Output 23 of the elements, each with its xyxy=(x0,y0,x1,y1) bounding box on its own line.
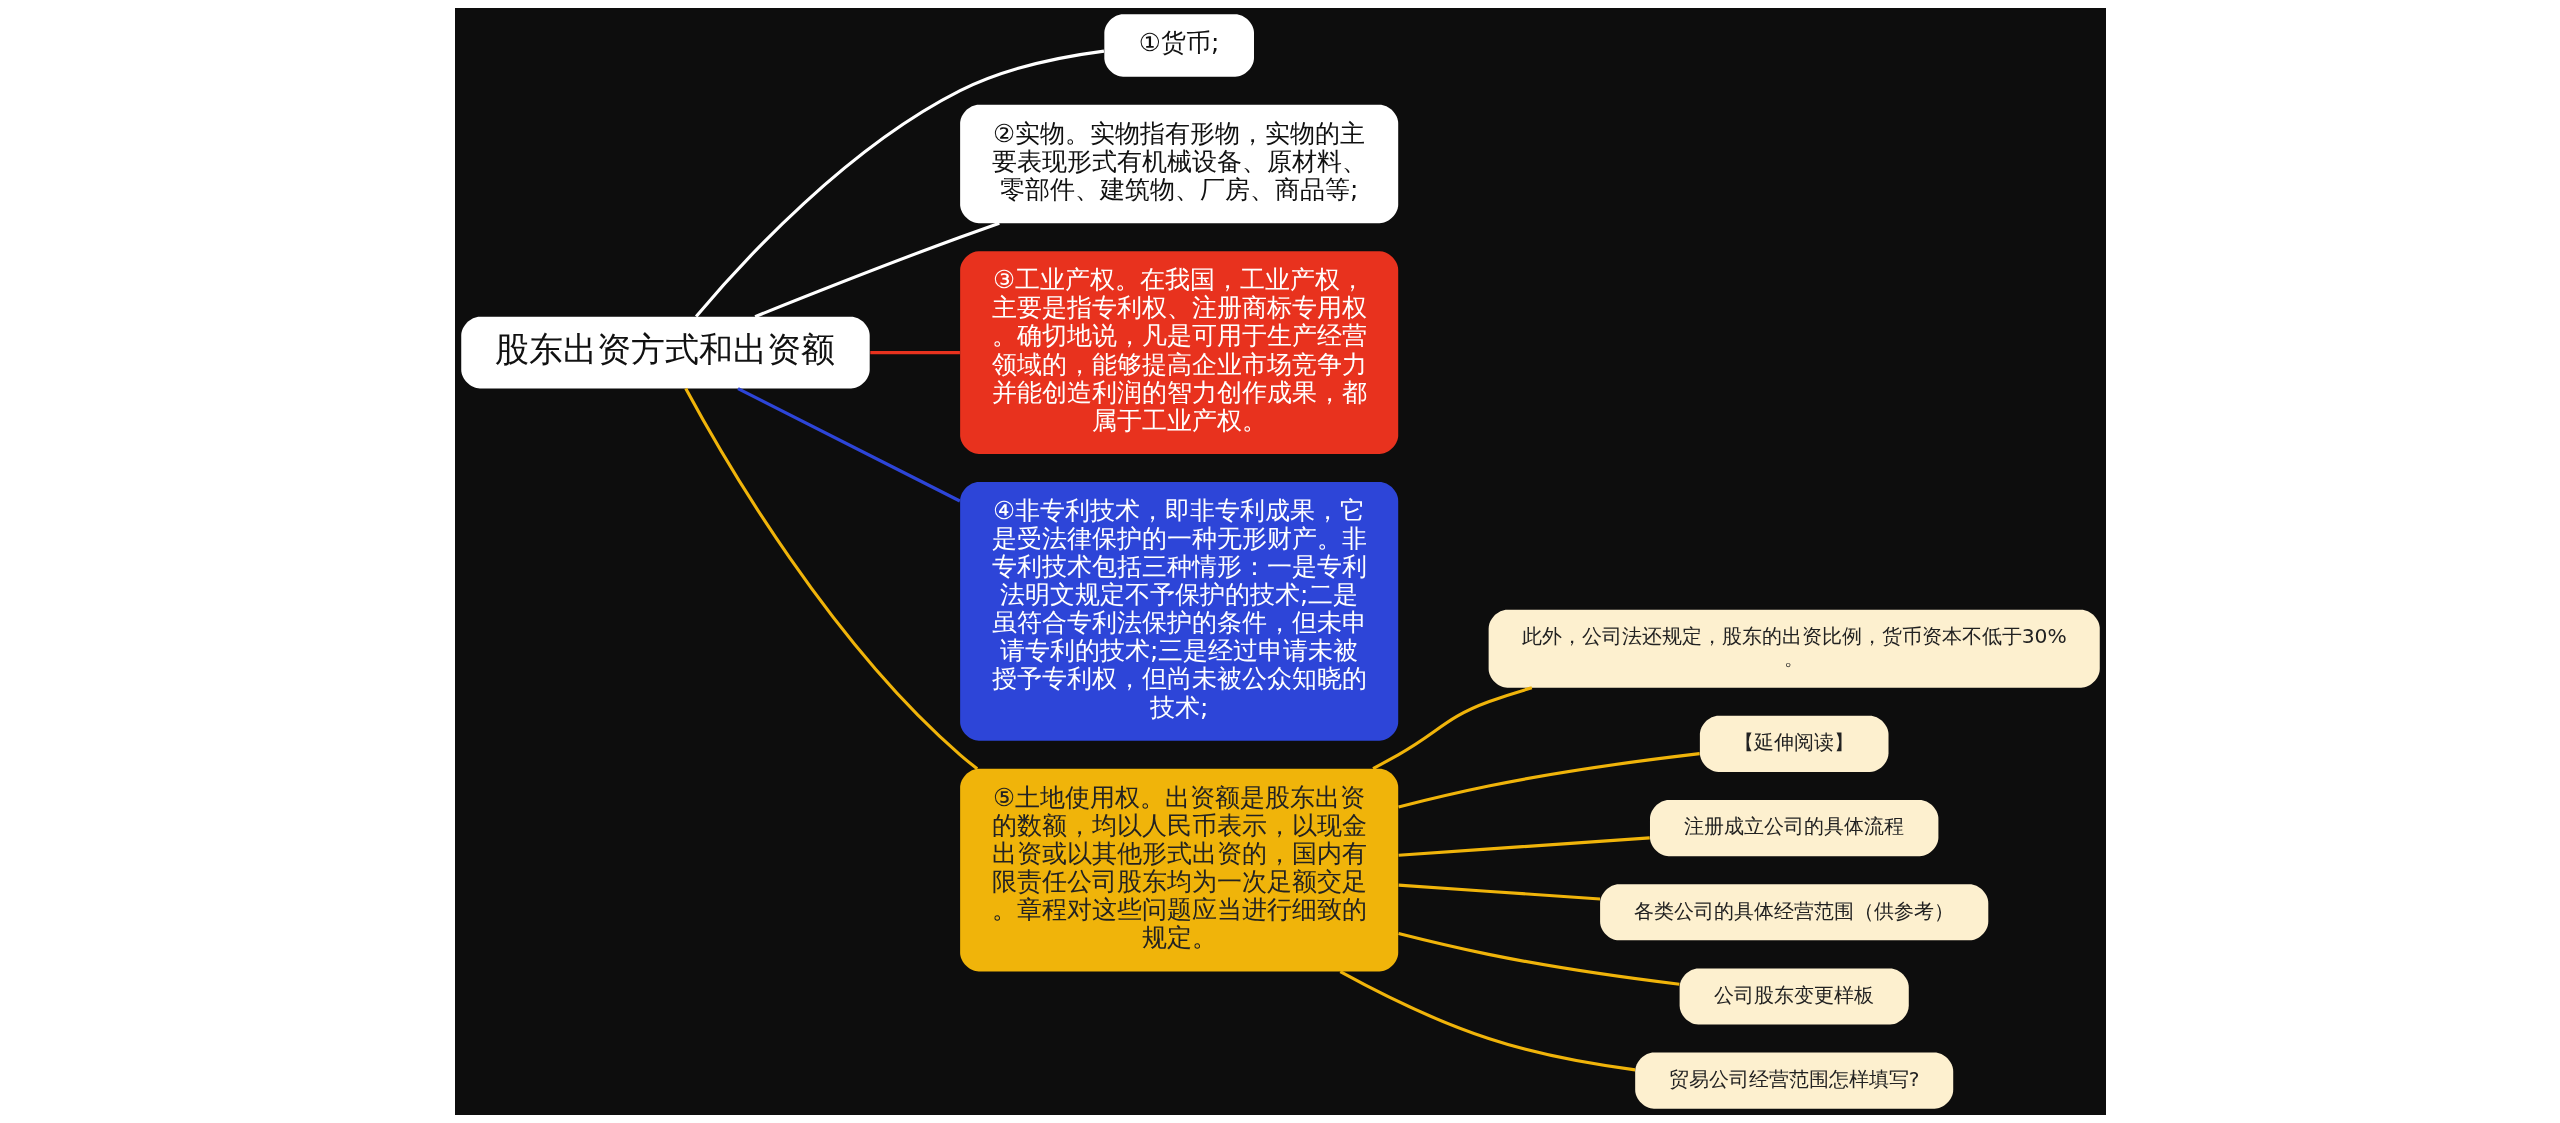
node-box: 此外，公司法还规定，股东的出资比例，货币资本不低于30%。 xyxy=(1488,609,2100,688)
connector xyxy=(1398,883,1600,901)
node-box: ①货币; xyxy=(1103,14,1254,77)
node-box: ④非专利技术，即非专利成果，它是受法律保护的一种无形财产。非专利技术包括三种情形：一是专利法明文规定不予保护的技术;二是虽符合专利法保护的条件，但未申请专利的技术;三是经过申请未被授予专利权，但尚未被公众知晓的技术; xyxy=(959,482,1398,741)
node-box: 公司股东变更样板 xyxy=(1679,968,1909,1025)
node-box: 贸易公司经营范围怎样填写? xyxy=(1634,1052,1953,1109)
connector xyxy=(1371,686,1532,771)
node-box: 注册成立公司的具体流程 xyxy=(1649,800,1938,857)
node-box: ⑤土地使用权。出资额是股东出资的数额，均以人民币表示，以现金出资或以其他形式出资的，国内有限责任公司股东均为一次足额交足。章程对这些问题应当进行细致的规定。 xyxy=(959,768,1398,972)
connector xyxy=(869,351,960,355)
connector xyxy=(694,49,1104,318)
node-box: 股东出资方式和出资额 xyxy=(460,316,870,389)
connector xyxy=(683,387,978,770)
connector xyxy=(1397,752,1700,809)
node-box: ③工业产权。在我国，工业产权，主要是指专利权、注册商标专用权。确切地说，凡是可用于生产经营领域的，能够提高企业市场竞争力并能创造利润的智力创作成果，都属于工业产权。 xyxy=(959,251,1398,454)
connector xyxy=(736,387,961,503)
node-box: ②实物。实物指有形物，实物的主要表现形式有机械设备、原材料、零部件、建筑物、厂房、商品等; xyxy=(959,104,1398,224)
connector xyxy=(1397,931,1680,986)
node-box: 各类公司的具体经营范围（供参考） xyxy=(1599,884,1988,941)
connector xyxy=(1398,836,1650,857)
connector xyxy=(1339,970,1635,1072)
connector xyxy=(754,221,1000,319)
node-box: 【延伸阅读】 xyxy=(1699,715,1888,772)
